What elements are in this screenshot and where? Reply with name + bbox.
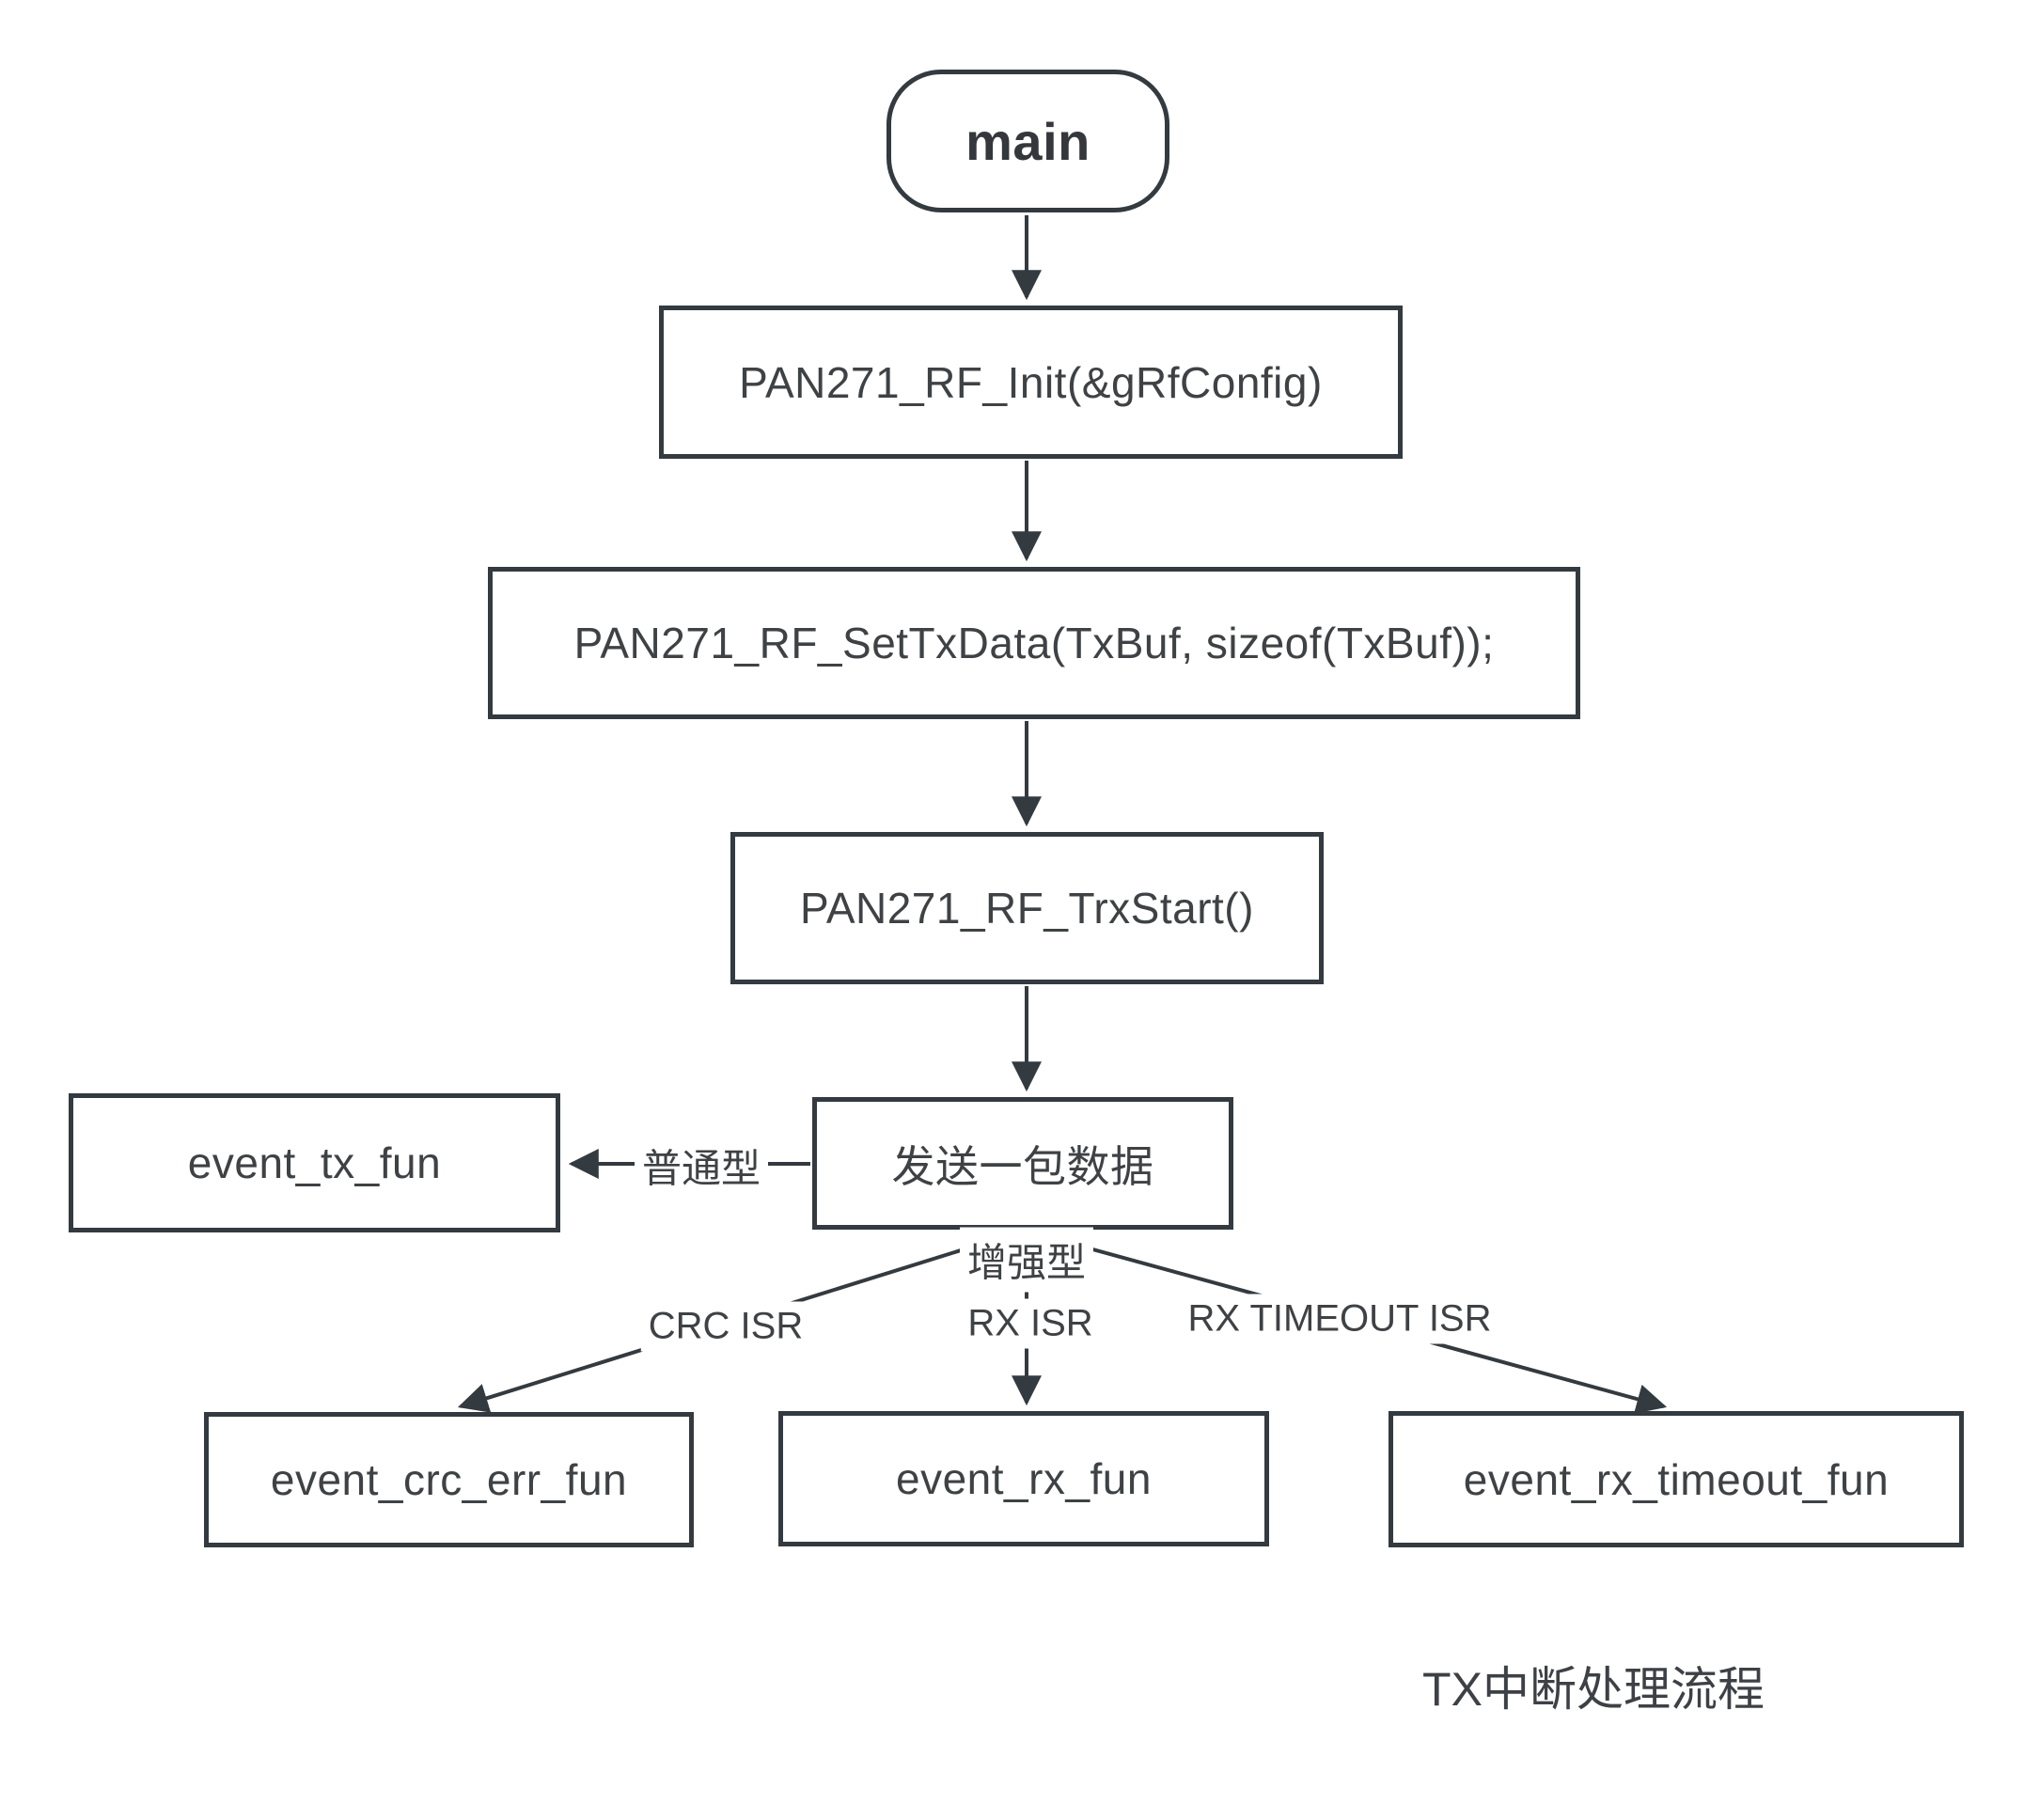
flow-node-send-packet: 发送一包数据	[812, 1097, 1233, 1230]
flow-node-event-rx-timeout-fun: event_rx_timeout_fun	[1389, 1411, 1964, 1547]
diagram-caption: TX中断处理流程	[1422, 1663, 1765, 1716]
flow-node-rf-init: PAN271_RF_Init(&gRfConfig)	[659, 306, 1403, 459]
flow-node-event-tx-fun: event_tx_fun	[69, 1093, 560, 1232]
flow-node-set-tx-data: PAN271_RF_SetTxData(TxBuf, sizeof(TxBuf)…	[488, 567, 1580, 719]
edge-label-crc-isr: CRC ISR	[640, 1301, 811, 1352]
flow-node-main: main	[886, 70, 1169, 212]
edge-label-enhanced-type: 增强型	[959, 1227, 1094, 1293]
edge-label-rx-isr: RX ISR	[960, 1298, 1101, 1349]
flow-node-event-rx-fun: event_rx_fun	[778, 1411, 1269, 1546]
edge-label-rx-timeout-isr: RX TIMEOUT ISR	[1180, 1294, 1499, 1344]
flow-node-trx-start: PAN271_RF_TrxStart()	[730, 832, 1324, 984]
flow-node-event-crc-err-fun: event_crc_err_fun	[204, 1412, 694, 1547]
edge-label-normal-type: 普通型	[634, 1133, 769, 1199]
